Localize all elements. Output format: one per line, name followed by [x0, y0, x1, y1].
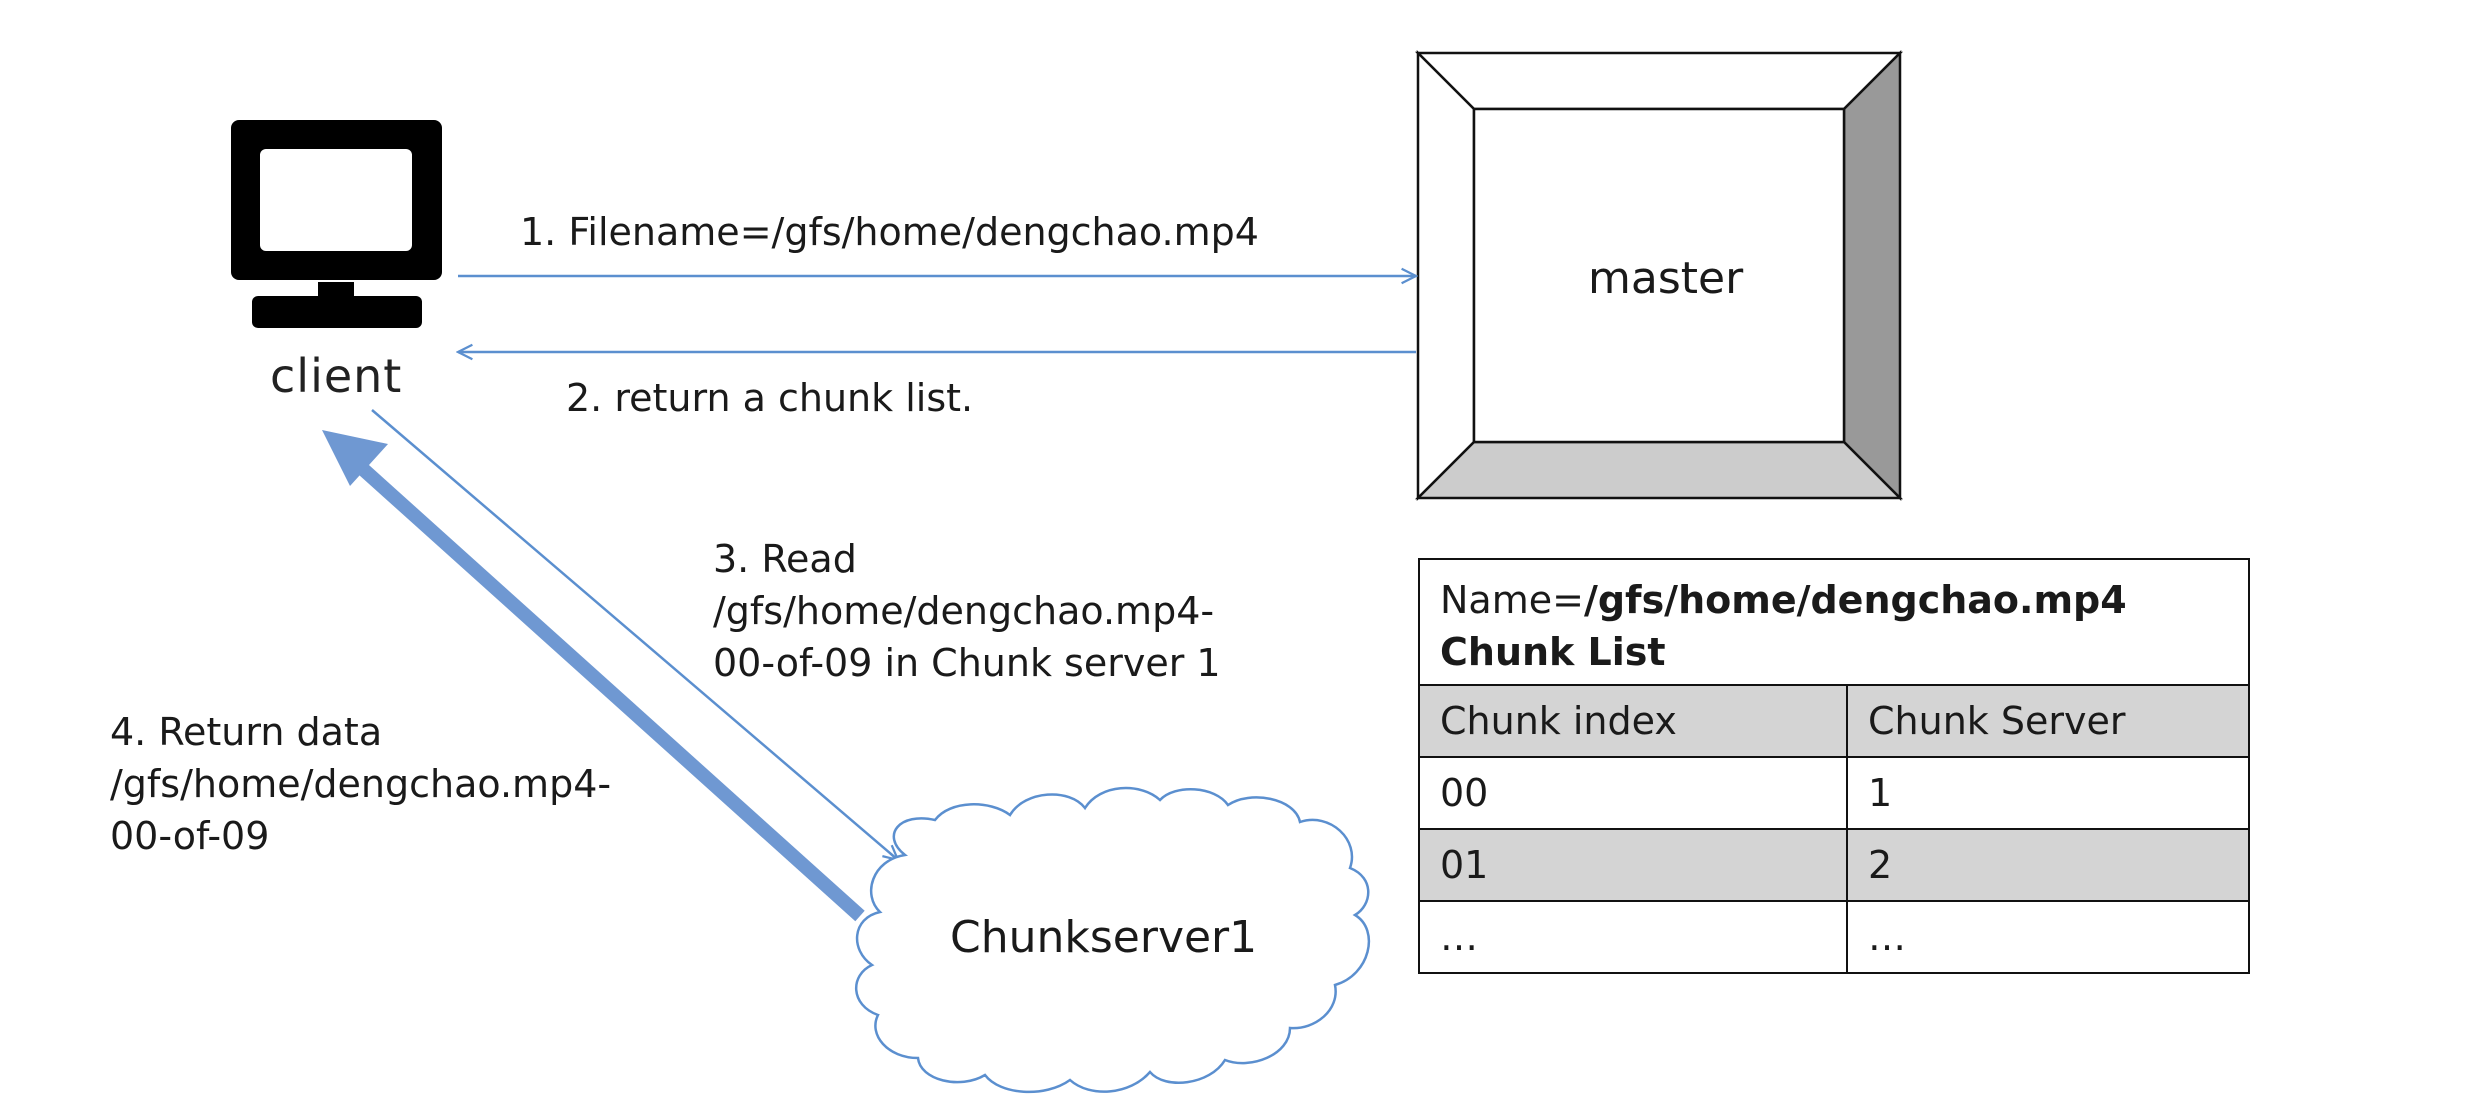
step4-line1: 4. Return data: [110, 710, 383, 754]
table-name-value: /gfs/home/dengchao.mp4: [1583, 578, 2127, 622]
step3-label: 3. Read /gfs/home/dengchao.mp4- 00-of-09…: [713, 533, 1221, 689]
chunkserver-label: Chunkserver1: [950, 912, 1258, 963]
master-label: master: [1588, 253, 1744, 304]
cell-chunk-server: 1: [1868, 771, 1893, 815]
step2-label: 2. return a chunk list.: [566, 376, 974, 420]
cloud-shape: [855, 786, 1371, 1094]
monitor-icon: [231, 120, 442, 328]
table-row: … …: [1420, 902, 2248, 972]
table-row: 00 1: [1420, 758, 2248, 830]
arrow-return-data: [322, 430, 865, 922]
table-title: Chunk List: [1440, 630, 1666, 674]
cell-chunk-server: …: [1868, 915, 1906, 959]
cell-chunk-index: …: [1420, 902, 1848, 972]
step4-line2: /gfs/home/dengchao.mp4-: [110, 762, 612, 806]
master-bevel-left: [1416, 49, 1476, 502]
table-name-prefix: Name=: [1440, 578, 1584, 622]
arrow-read-chunk: [371, 409, 898, 860]
cell-chunk-index: 01: [1420, 830, 1848, 900]
step4-line3: 00-of-09: [110, 814, 270, 858]
header-chunk-server: Chunk Server: [1868, 699, 2126, 743]
step3-line1: 3. Read: [713, 537, 857, 581]
table-caption: Name=/gfs/home/dengchao.mp4 Chunk List: [1420, 560, 2248, 686]
master-face: [1472, 107, 1846, 444]
master-bevel-right: [1842, 49, 1902, 502]
header-chunk-index: Chunk index: [1420, 686, 1848, 756]
step4-label: 4. Return data /gfs/home/dengchao.mp4- 0…: [110, 706, 611, 862]
master-bevel-bottom: [1414, 440, 1904, 500]
master-bevel-top: [1414, 51, 1904, 111]
master-box: [1414, 49, 1904, 502]
client-label: client: [270, 349, 403, 403]
table-header-row: Chunk index Chunk Server: [1420, 686, 2248, 758]
step1-label: 1. Filename=/gfs/home/dengchao.mp4: [520, 210, 1259, 254]
cell-chunk-index: 00: [1420, 758, 1848, 828]
cell-chunk-server: 2: [1868, 843, 1893, 887]
chunk-list-table: Name=/gfs/home/dengchao.mp4 Chunk List C…: [1418, 558, 2250, 974]
step3-line3: 00-of-09 in Chunk server 1: [713, 641, 1221, 685]
table-row: 01 2: [1420, 830, 2248, 902]
step3-line2: /gfs/home/dengchao.mp4-: [713, 589, 1215, 633]
